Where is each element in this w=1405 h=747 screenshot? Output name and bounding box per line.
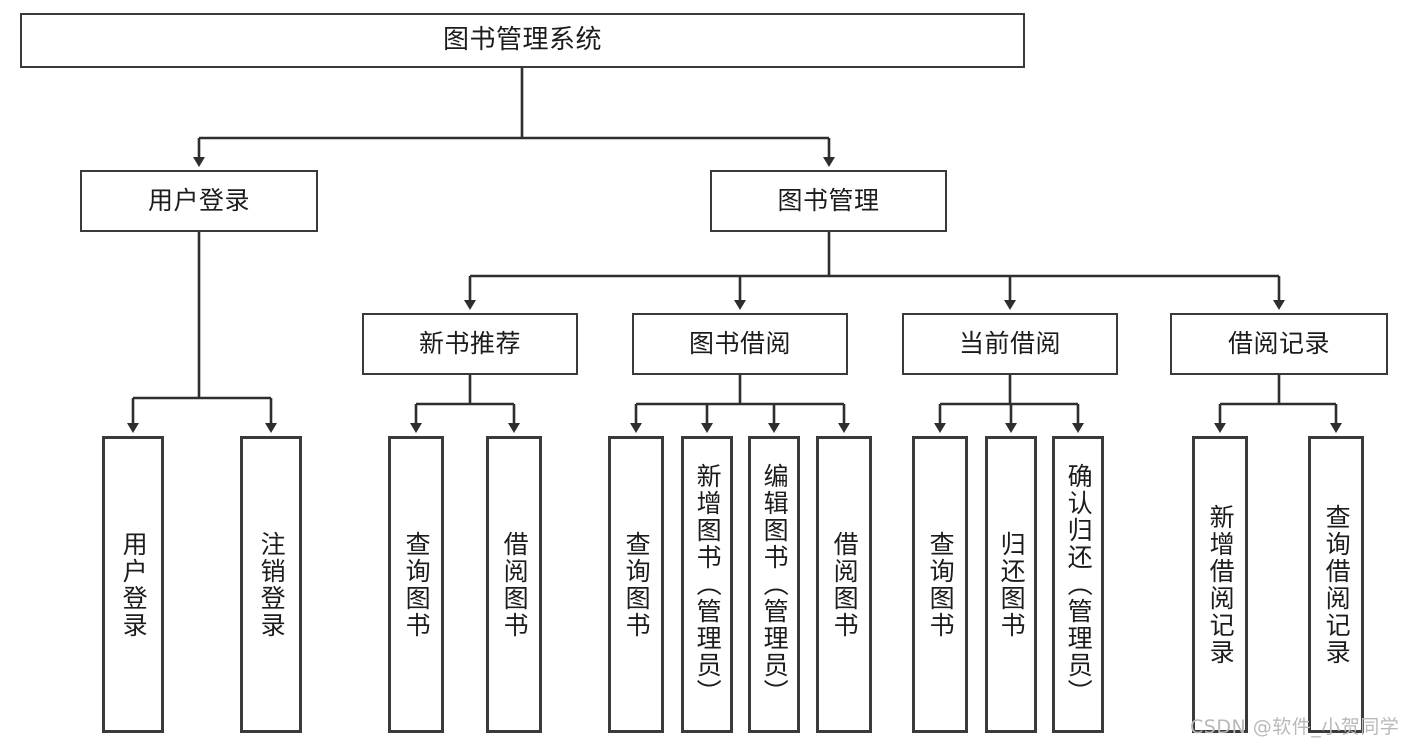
leaf-borrow-book-1[interactable]: 借阅图书: [486, 436, 542, 733]
node-current-borrow[interactable]: 当前借阅: [902, 313, 1118, 375]
node-current-borrow-label: 当前借阅: [958, 329, 1061, 359]
node-root[interactable]: 图书管理系统: [20, 13, 1025, 68]
leaf-query-book-2-label: 查询图书: [622, 530, 652, 639]
leaf-query-book-2[interactable]: 查询图书: [608, 436, 664, 733]
node-root-label: 图书管理系统: [442, 25, 602, 56]
leaf-confirm-return-label: 确认归还（管理员）: [1064, 463, 1094, 706]
leaf-query-record[interactable]: 查询借阅记录: [1308, 436, 1364, 733]
leaf-add-book[interactable]: 新增图书（管理员）: [681, 436, 733, 733]
leaf-query-book-3-label: 查询图书: [926, 530, 956, 639]
leaf-add-book-label: 新增图书（管理员）: [693, 463, 723, 706]
leaf-query-book-1[interactable]: 查询图书: [388, 436, 444, 733]
leaf-borrow-book-2-label: 借阅图书: [830, 530, 860, 639]
node-book-manage-label: 图书管理: [777, 186, 880, 216]
node-user-login-label: 用户登录: [147, 186, 250, 216]
csdn-watermark: CSDN @软件_小贺同学: [1190, 716, 1400, 738]
leaf-add-record-label: 新增借阅记录: [1206, 503, 1236, 666]
leaf-add-record[interactable]: 新增借阅记录: [1192, 436, 1248, 733]
node-borrow-record[interactable]: 借阅记录: [1170, 313, 1388, 375]
leaf-query-record-label: 查询借阅记录: [1322, 503, 1352, 666]
leaf-edit-book-label: 编辑图书（管理员）: [760, 463, 790, 706]
leaf-borrow-book-1-label: 借阅图书: [500, 530, 530, 639]
leaf-query-book-3[interactable]: 查询图书: [912, 436, 968, 733]
node-new-book-rec-label: 新书推荐: [418, 329, 521, 359]
leaf-user-login-label: 用户登录: [119, 530, 149, 639]
leaf-return-book[interactable]: 归还图书: [985, 436, 1037, 733]
node-book-borrow[interactable]: 图书借阅: [632, 313, 848, 375]
leaf-query-book-1-label: 查询图书: [402, 530, 432, 639]
leaf-confirm-return[interactable]: 确认归还（管理员）: [1052, 436, 1104, 733]
node-book-manage[interactable]: 图书管理: [710, 170, 947, 232]
leaf-logout-label: 注销登录: [257, 530, 287, 639]
node-new-book-rec[interactable]: 新书推荐: [362, 313, 578, 375]
leaf-edit-book[interactable]: 编辑图书（管理员）: [748, 436, 800, 733]
leaf-return-book-label: 归还图书: [997, 530, 1027, 639]
node-user-login[interactable]: 用户登录: [80, 170, 318, 232]
leaf-borrow-book-2[interactable]: 借阅图书: [816, 436, 872, 733]
leaf-logout[interactable]: 注销登录: [240, 436, 302, 733]
leaf-user-login[interactable]: 用户登录: [102, 436, 164, 733]
node-book-borrow-label: 图书借阅: [688, 329, 791, 359]
node-borrow-record-label: 借阅记录: [1227, 329, 1330, 359]
